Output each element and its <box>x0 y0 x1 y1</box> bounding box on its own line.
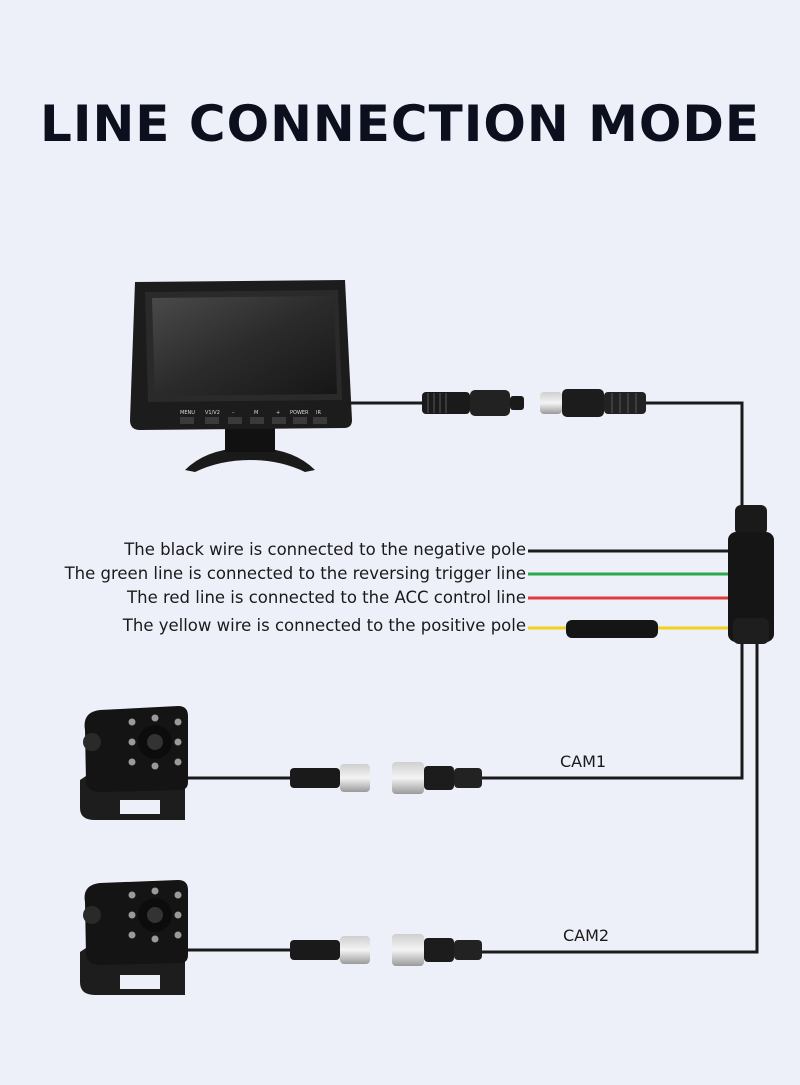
wire-label-red: The red line is connected to the ACC con… <box>127 588 526 607</box>
camera-2-connector-female <box>392 934 482 966</box>
monitor-connector <box>422 390 524 416</box>
monitor-button-label: – <box>232 410 235 416</box>
monitor-button-label: M <box>254 410 258 416</box>
monitor-button-label: MENU <box>180 410 195 416</box>
power-wires <box>528 549 728 630</box>
camera-2-connector-male <box>290 936 370 964</box>
monitor-button-label: POWER <box>290 410 309 416</box>
splitter-box <box>728 505 774 644</box>
cam1-label: CAM1 <box>560 752 607 771</box>
main-cables <box>182 401 759 954</box>
monitor <box>130 280 352 472</box>
wire-label-green: The green line is connected to the rever… <box>64 564 526 583</box>
monitor-button-label: + <box>276 410 280 416</box>
adapter-connector <box>540 389 646 417</box>
camera-1-connector-male <box>290 764 370 792</box>
monitor-button-label: IR <box>316 410 321 416</box>
camera-1 <box>80 706 188 820</box>
page-title: LINE CONNECTION MODE <box>40 95 760 153</box>
monitor-button-label: V1/V2 <box>205 410 220 416</box>
camera-1-connector-female <box>392 762 482 794</box>
wire-label-black: The black wire is connected to the negat… <box>124 540 526 559</box>
camera-2 <box>80 880 188 995</box>
fuse-holder <box>566 620 658 638</box>
wire-label-yellow: The yellow wire is connected to the posi… <box>122 616 526 635</box>
cam2-label: CAM2 <box>563 926 610 945</box>
